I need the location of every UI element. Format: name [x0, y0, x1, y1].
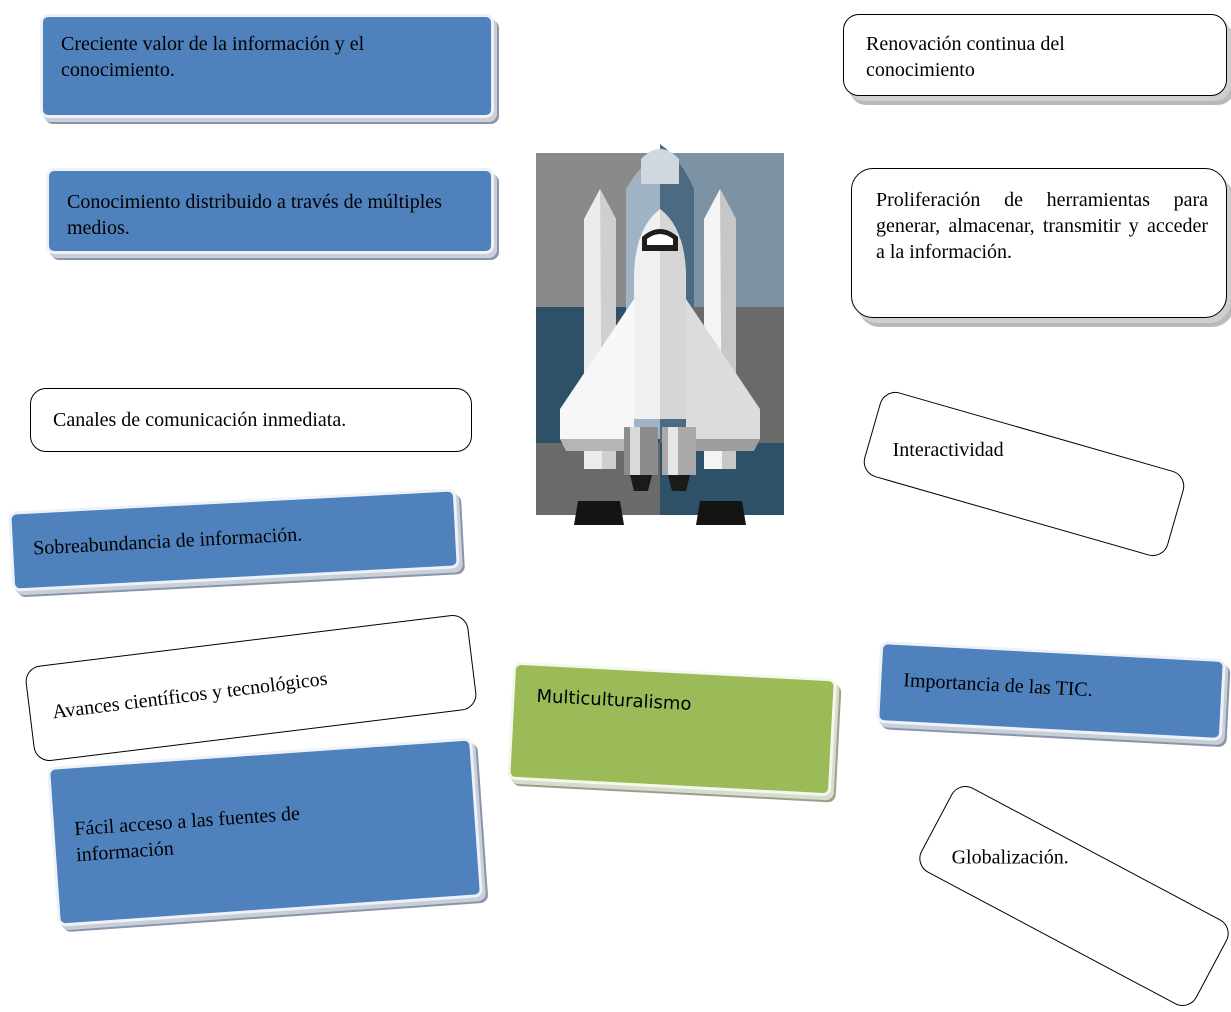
box-multiculturalismo: Multiculturalismo	[507, 661, 837, 797]
box-canales-comunicacion: Canales de comunicación inmediata.	[30, 388, 472, 452]
box-facil-acceso: Fácil acceso a las fuentes de informació…	[46, 737, 484, 927]
box-facil-acceso-text: Fácil acceso a las fuentes de informació…	[73, 802, 301, 867]
box-avances: Avances científicos y tecnológicos	[23, 613, 479, 763]
box-interactividad-text: Interactividad	[892, 439, 1004, 462]
box-creciente-valor: Creciente valor de la información y el c…	[40, 14, 494, 118]
box-globalizacion: Globalización.	[913, 780, 1231, 1012]
box-importancia-tic: Importancia de las TIC.	[876, 641, 1226, 741]
box-multiculturalismo-text: Multiculturalismo	[535, 685, 692, 715]
box-sobreabundancia-text: Sobreabundancia de información.	[32, 523, 303, 560]
box-creciente-valor-text: Creciente valor de la información y el c…	[61, 33, 365, 81]
box-avances-text: Avances científicos y tecnológicos	[51, 667, 329, 724]
box-sobreabundancia: Sobreabundancia de información.	[8, 488, 460, 592]
box-conocimiento-distribuido-text: Conocimiento distribuido a través de múl…	[67, 191, 442, 239]
box-proliferacion-text: Proliferación de herramientas para gener…	[876, 189, 1208, 263]
box-proliferacion: Proliferación de herramientas para gener…	[851, 168, 1227, 318]
box-renovacion: Renovación continua del conocimiento	[843, 14, 1227, 96]
box-importancia-tic-text: Importancia de las TIC.	[902, 669, 1094, 702]
box-renovacion-text: Renovación continua del conocimiento	[866, 33, 1065, 81]
box-interactividad: Interactividad	[859, 388, 1189, 560]
space-shuttle-icon	[536, 144, 784, 525]
box-globalizacion-text: Globalización.	[951, 846, 1069, 869]
box-canales-comunicacion-text: Canales de comunicación inmediata.	[53, 409, 347, 431]
box-conocimiento-distribuido: Conocimiento distribuido a través de múl…	[46, 168, 494, 254]
